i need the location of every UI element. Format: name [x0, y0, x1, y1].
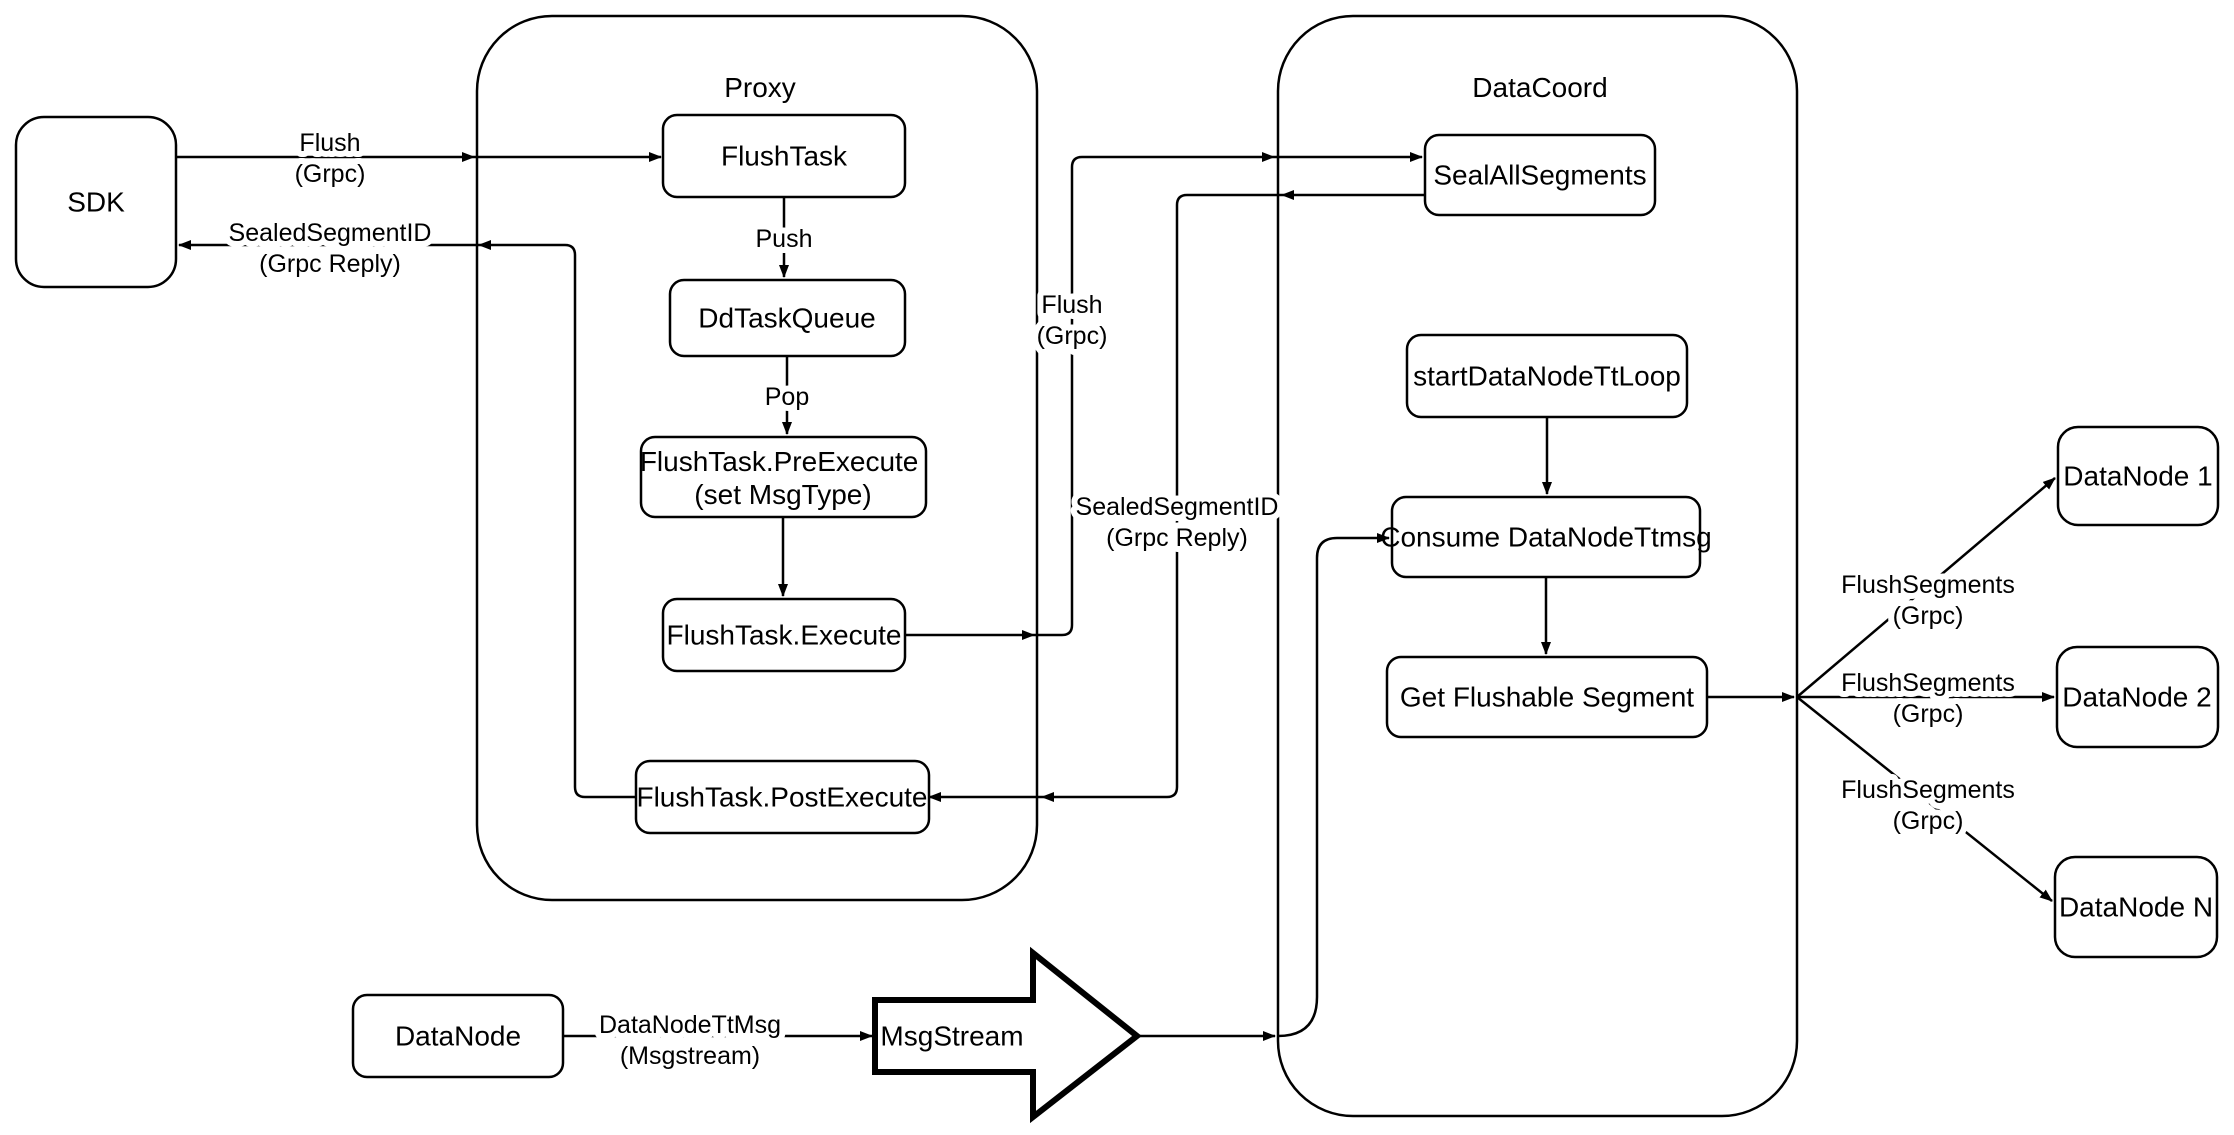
node-flushtask: FlushTask: [661, 113, 907, 199]
edge-label-text: Pop: [765, 383, 809, 411]
edge-label-text: (Grpc): [1037, 322, 1108, 350]
node-flushtask-postexecute: FlushTask.PostExecute: [634, 759, 931, 835]
node-ddtaskqueue: DdTaskQueue: [668, 278, 907, 358]
node-msgstream: MsgStream: [872, 946, 1142, 1124]
edge-label-flush-sdk: Flush (Grpc): [289, 123, 372, 194]
edge-label-text: (Grpc): [1893, 700, 1964, 728]
edge-label-text: Flush: [299, 129, 360, 157]
edge-label-text: (Grpc Reply): [259, 250, 401, 278]
node-label: SealAllSegments: [1433, 160, 1646, 191]
edge-label-text: (Grpc): [1893, 602, 1964, 630]
edge-label-text: SealedSegmentID: [1076, 493, 1279, 521]
node-box: [14, 115, 178, 289]
node-sealallsegments: SealAllSegments: [1423, 133, 1657, 217]
node-sdk: SDK: [14, 115, 178, 289]
node-label: FlushTask.PostExecute: [636, 782, 927, 813]
edge-flushsegments-datanode1: [1796, 477, 2056, 698]
edge-label-text: (Msgstream): [620, 1042, 760, 1070]
proxy-container-border: [475, 14, 1039, 902]
edge-label-pop: Pop: [759, 377, 815, 417]
node-label: DataNode 1: [2063, 461, 2212, 492]
container-datacoord: DataCoord: [1276, 14, 1799, 1118]
edge-label-sealedsegmentid-proxy: SealedSegmentID (Grpc Reply): [1070, 487, 1285, 558]
node-box: [1385, 655, 1709, 739]
node-label: startDataNodeTtLoop: [1413, 361, 1681, 392]
edge-flush-up-to-datacoord-border: [1034, 152, 1275, 637]
node-label: DataNode: [395, 1021, 521, 1052]
node-label: DataNode N: [2059, 892, 2213, 923]
datacoord-container-title: DataCoord: [1472, 72, 1607, 103]
node-box: [1390, 495, 1702, 579]
edge-label-text: (Grpc): [1893, 807, 1964, 835]
msgstream-arrow-shape: [872, 946, 1142, 1124]
edge-reply-down-to-proxy-border: [1041, 193, 1282, 802]
edge-label-sealedsegmentid-sdk: SealedSegmentID (Grpc Reply): [223, 213, 438, 284]
node-label: FlushTask.PreExecute (set MsgType): [640, 446, 926, 510]
node-datanode-2: DataNode 2: [2055, 645, 2220, 749]
node-label: DdTaskQueue: [698, 303, 875, 334]
edge-label-text: FlushSegments: [1841, 776, 2015, 804]
node-box: [661, 113, 907, 199]
node-get-flushable-segment: Get Flushable Segment: [1385, 655, 1709, 739]
node-label: SDK: [67, 187, 125, 218]
edge-label-text: FlushSegments: [1841, 571, 2015, 599]
node-label: FlushTask.Execute: [667, 620, 902, 651]
edge-label-flushsegments-3: FlushSegments (Grpc): [1835, 770, 2021, 841]
node-label: MsgStream: [880, 1021, 1023, 1052]
edge-label-text: Push: [756, 225, 813, 253]
node-box: [351, 993, 565, 1079]
node-datanode: DataNode: [351, 993, 565, 1079]
node-label: Get Flushable Segment: [1400, 682, 1694, 713]
edge-label-datanodettmsg: DataNodeTtMsg (Msgstream): [593, 1005, 787, 1076]
proxy-container-title: Proxy: [724, 72, 796, 103]
container-proxy: Proxy: [475, 14, 1039, 902]
edge-label-text: SealedSegmentID: [229, 219, 432, 247]
node-startdatanodettloop: startDataNodeTtLoop: [1405, 333, 1689, 419]
edge-flushsegments-datanoden: [1796, 696, 2053, 902]
edge-label-flushsegments-2: FlushSegments (Grpc): [1835, 663, 2021, 734]
node-label: FlushTask: [721, 141, 848, 172]
node-label: Consume DataNodeTtmsg: [1380, 522, 1711, 553]
edge-label-text: (Grpc Reply): [1106, 524, 1248, 552]
node-box: [668, 278, 907, 358]
node-box: [2055, 645, 2220, 749]
node-consume-datanodettmsg: Consume DataNodeTtmsg: [1380, 495, 1712, 579]
node-box: [639, 435, 928, 519]
node-box: [1405, 333, 1689, 419]
edge-label-flushsegments-1: FlushSegments (Grpc): [1835, 565, 2021, 636]
datacoord-container-border: [1276, 14, 1799, 1118]
node-box: [634, 759, 931, 835]
edge-label-text: DataNodeTtMsg: [599, 1011, 781, 1039]
node-box: [2053, 855, 2219, 959]
edge-msgstream-up-to-consume: [1277, 533, 1390, 1038]
node-box: [2056, 425, 2220, 527]
node-flushtask-execute: FlushTask.Execute: [661, 597, 907, 673]
edge-label-text: FlushSegments: [1841, 669, 2015, 697]
edge-label-text: Flush: [1041, 291, 1102, 319]
edge-reply-postexecute-to-proxy-border: [478, 240, 636, 799]
node-flushtask-preexecute: FlushTask.PreExecute (set MsgType): [639, 435, 928, 519]
node-box: [1423, 133, 1657, 217]
node-datanode-n: DataNode N: [2053, 855, 2219, 959]
node-box: [661, 597, 907, 673]
node-label: DataNode 2: [2062, 682, 2211, 713]
node-datanode-1: DataNode 1: [2056, 425, 2220, 527]
edge-label-flush-datacoord: Flush (Grpc): [1031, 285, 1114, 356]
edge-label-text: (Grpc): [295, 160, 366, 188]
edge-label-push: Push: [750, 219, 819, 259]
